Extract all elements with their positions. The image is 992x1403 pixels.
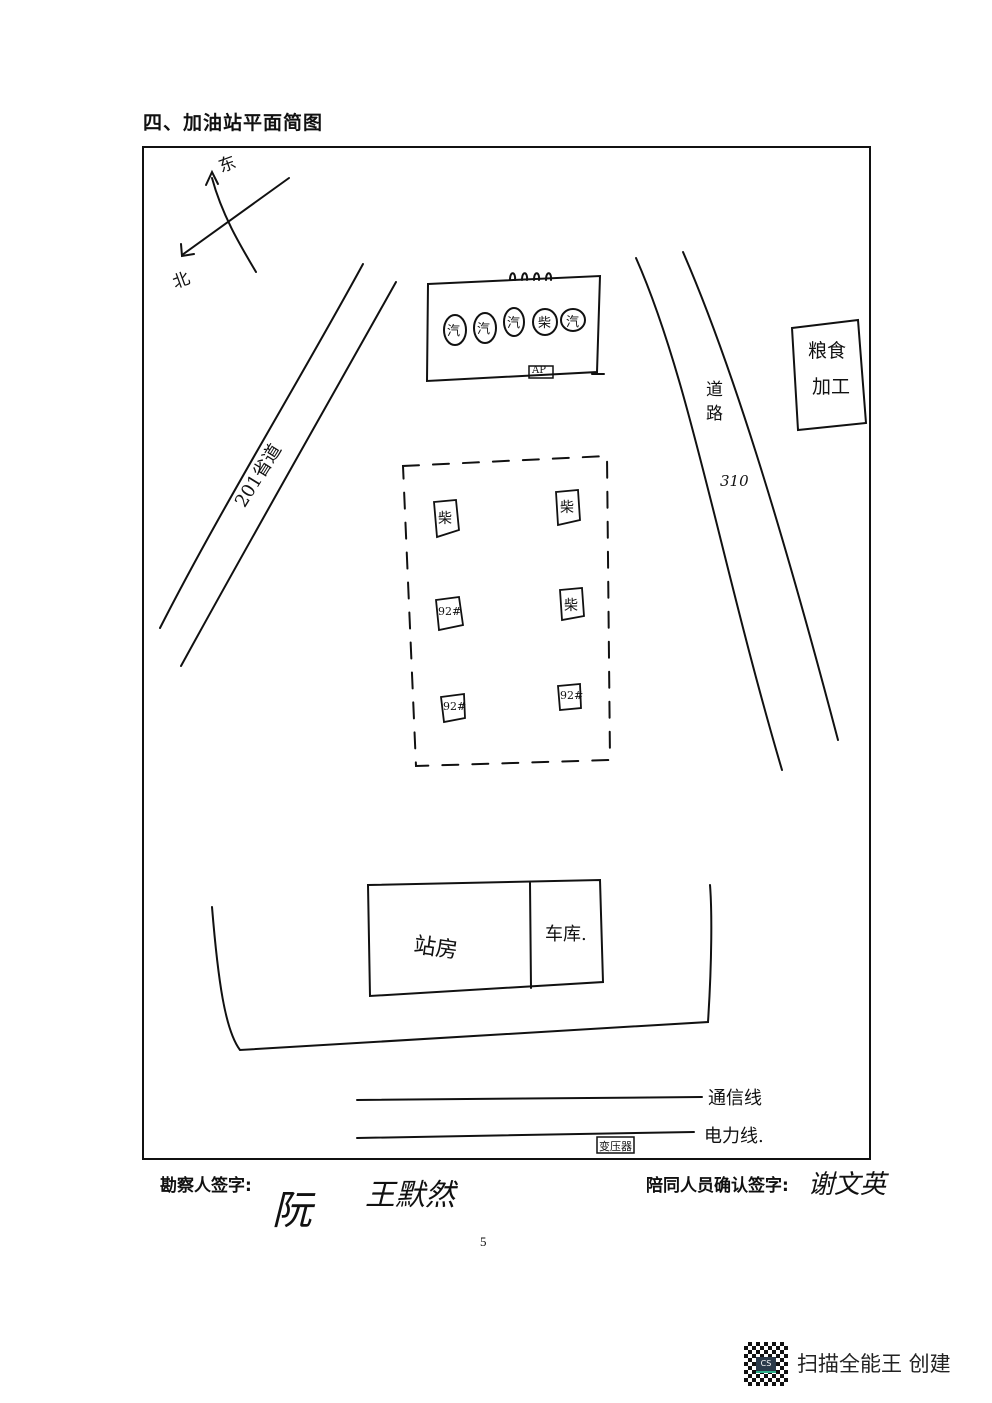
- grain-building-line1: 粮食: [808, 340, 847, 362]
- comm-line: [356, 1096, 703, 1101]
- diagram-frame: [142, 146, 871, 1160]
- compass-arrows-icon: [180, 169, 290, 273]
- tank-label: 92#: [443, 700, 467, 713]
- tanks: [433, 489, 585, 724]
- companion-signature-label: 陪同人员确认签字:: [646, 1176, 789, 1196]
- dispenser-label: 汽: [477, 322, 491, 337]
- dispenser-label: 汽: [447, 324, 461, 339]
- canopy-outline: [425, 274, 605, 383]
- surveyor-signature-1: 阮: [272, 1188, 312, 1234]
- surveyor-signature-label: 勘察人签字:: [160, 1176, 252, 1196]
- tank-label: 柴: [560, 500, 574, 516]
- section-title: 四、加油站平面简图: [143, 112, 324, 134]
- garage-label: 车库.: [545, 924, 587, 945]
- qr-code-icon: CS: [744, 1342, 788, 1386]
- station-building-outline: [366, 878, 605, 998]
- tank-label: 92#: [560, 689, 584, 702]
- page-number: 5: [480, 1234, 487, 1249]
- road-right-edge-2: [682, 251, 839, 741]
- dispenser-label: 汽: [507, 316, 521, 331]
- road-left-edge-1: [159, 263, 364, 629]
- grain-building-line2: 加工: [812, 376, 851, 398]
- tank-label: 柴: [564, 598, 578, 614]
- surveyor-signature-2: 王默然: [365, 1178, 455, 1213]
- tank-label: 92#: [438, 605, 462, 618]
- station-building-label: 站房: [412, 933, 460, 964]
- dispenser-label: 汽: [566, 315, 580, 330]
- dispensers: [443, 307, 586, 346]
- qr-badge: CS: [756, 1357, 776, 1373]
- watermark-text: 扫描全能王 创建: [797, 1352, 951, 1376]
- road-right-name: 道路: [706, 380, 723, 424]
- comm-line-label: 通信线: [708, 1088, 762, 1109]
- dispenser-label: 柴: [538, 316, 552, 331]
- power-line-label: 电力线.: [704, 1126, 764, 1147]
- canopy-box-label: AP: [532, 365, 546, 376]
- site-boundary: [211, 884, 713, 1052]
- grain-building-outline: [790, 318, 868, 432]
- transformer-label: 变压器: [599, 1140, 632, 1153]
- tank-area-outline: [401, 454, 612, 768]
- road-left-edge-2: [180, 281, 397, 667]
- road-right-edge-1: [635, 257, 783, 771]
- tank-label: 柴: [438, 511, 452, 527]
- companion-signature: 谢文英: [808, 1170, 887, 1200]
- power-line: [356, 1131, 695, 1139]
- road-right-number: 310: [720, 472, 749, 490]
